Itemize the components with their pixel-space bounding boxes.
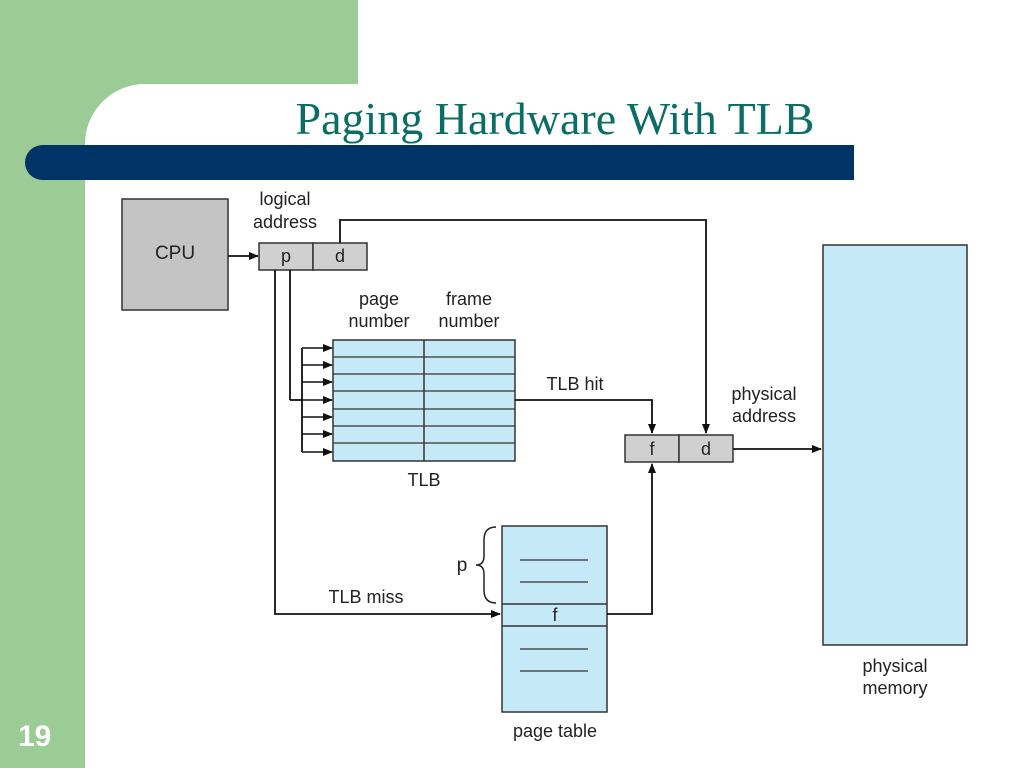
tlb-col-frame-1: frame [446, 289, 492, 309]
page-number: 19 [18, 720, 52, 753]
logical-address-label-1: logical [259, 189, 310, 209]
page-table-entry-f: f [552, 605, 558, 625]
physical-d-field [678, 434, 734, 463]
tlb-label: TLB [407, 470, 440, 490]
tlb-table [332, 339, 516, 462]
logical-address-label-2: address [253, 212, 317, 232]
physical-d-label: d [701, 439, 711, 459]
offset-route-arrow [339, 219, 710, 434]
slide-title: Paging Hardware With TLB [295, 93, 815, 144]
tlb-hit-label: TLB hit [546, 374, 603, 394]
page-table-brace [475, 526, 497, 604]
physical-memory-label-2: memory [862, 678, 927, 698]
page-table-to-frame-arrow [607, 463, 656, 615]
tlb-col-page-2: number [348, 311, 409, 331]
physical-f-field [624, 434, 680, 463]
top-white-area [358, 0, 1024, 90]
page-table-label: page table [513, 721, 597, 741]
physical-f-label: f [649, 439, 655, 459]
logical-p-label: p [281, 246, 291, 266]
logical-d-field [312, 242, 368, 271]
page-table [501, 525, 608, 713]
tlb-miss-label: TLB miss [328, 587, 403, 607]
physical-memory-box [822, 244, 968, 646]
physical-address-label-2: address [732, 406, 796, 426]
tlb-hit-arrow [515, 399, 656, 434]
physical-address-label-1: physical [731, 384, 796, 404]
tlb-col-page-1: page [359, 289, 399, 309]
physical-memory-label-1: physical [862, 656, 927, 676]
cpu-box [121, 198, 229, 311]
cpu-label: CPU [155, 243, 195, 264]
logical-d-label: d [335, 246, 345, 266]
tlb-miss-arrow [274, 270, 501, 618]
title-bar [25, 145, 854, 180]
p-to-tlb-arrows [289, 270, 333, 456]
tlb-col-frame-2: number [438, 311, 499, 331]
page-table-p-label: p [457, 555, 468, 576]
